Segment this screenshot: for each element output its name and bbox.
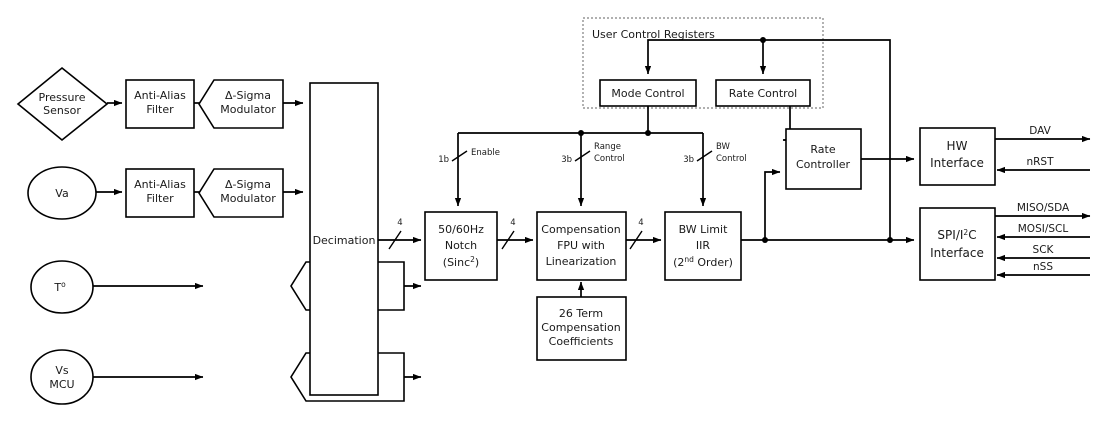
coefficients-label-3: Coefficients <box>549 335 614 348</box>
bus-width-label-1: 4 <box>397 218 402 228</box>
block-decimation <box>309 82 379 396</box>
control-label-bw-2: Control <box>716 154 747 164</box>
rate-controller-label-1: Rate <box>810 143 835 156</box>
modulator-1-label-2: Modulator <box>220 103 276 116</box>
group-user-control-registers <box>582 17 824 109</box>
control-label-range-1: Range <box>594 142 621 152</box>
source-va-label: Va <box>55 187 68 200</box>
signal-label-nss: nSS <box>1033 261 1053 273</box>
source-va <box>27 166 97 220</box>
signal-label-miso-sda: MISO/SDA <box>1017 202 1070 214</box>
notch-label-2: Notch <box>445 239 477 252</box>
anti-alias-filter-1-label-1: Anti-Alias <box>134 89 186 102</box>
anti-alias-filter-1-label-2: Filter <box>146 103 174 116</box>
wire-feedback-to-mode-control <box>644 39 891 240</box>
source-temperature-label: To <box>53 280 66 294</box>
block-bw-limit-iir <box>664 211 742 281</box>
hw-interface-label-2: Interface <box>930 156 984 170</box>
block-delta-sigma-modulator-1 <box>198 79 284 129</box>
control-label-range-2: Control <box>594 154 625 164</box>
signal-label-sck: SCK <box>1033 244 1055 256</box>
block-rate-controller <box>785 128 862 190</box>
modulator-2-label-1: Δ-Sigma <box>225 178 271 191</box>
control-slash-bw <box>696 150 713 162</box>
source-vs-mcu <box>30 349 94 405</box>
source-pressure-sensor <box>16 66 109 142</box>
control-bits-range: 3b <box>561 155 572 165</box>
bus-slash-1 <box>388 230 402 250</box>
notch-label-1: 50/60Hz <box>438 223 484 236</box>
signal-label-nrst: nRST <box>1026 156 1054 168</box>
control-slash-range <box>574 150 591 162</box>
signal-label-mosi-scl: MOSI/SCL <box>1018 223 1069 235</box>
block-anti-alias-filter-2 <box>125 168 195 218</box>
control-bits-enable: 1b <box>438 155 449 165</box>
junction-mode-control-rail <box>645 130 651 136</box>
bw-limit-label-3: (2nd Order) <box>673 255 733 269</box>
notch-label-3: (Sinc2) <box>443 255 479 269</box>
compensation-label-2: FPU with <box>557 239 605 252</box>
compensation-label-1: Compensation <box>541 223 620 236</box>
control-label-bw-1: BW <box>716 142 731 152</box>
modulator-1-label-1: Δ-Sigma <box>225 89 271 102</box>
block-mode-control <box>599 79 697 107</box>
bus-width-label-2: 4 <box>510 218 515 228</box>
junction-feedback-tap <box>887 237 893 243</box>
decimation-label: Decimation <box>313 234 376 247</box>
user-control-registers-title: User Control Registers <box>592 28 715 41</box>
bw-limit-label-1: BW Limit <box>679 223 728 236</box>
control-slash-enable <box>451 150 468 162</box>
source-vs-mcu-label-2: MCU <box>49 378 74 391</box>
modulator-2-label-2: Modulator <box>220 192 276 205</box>
spi-interface-label-1: SPI/I2C <box>937 228 976 242</box>
signal-label-dav: DAV <box>1029 125 1051 137</box>
hw-interface-label-1: HW <box>947 139 968 153</box>
block-hw-interface <box>919 127 996 186</box>
source-temperature <box>30 260 94 314</box>
source-pressure-sensor-label-2: Sensor <box>43 104 81 117</box>
source-pressure-sensor-label-1: Pressure <box>39 91 86 104</box>
anti-alias-filter-2-label-2: Filter <box>146 192 174 205</box>
mode-control-label: Mode Control <box>611 87 684 100</box>
coefficients-label-2: Compensation <box>541 321 620 334</box>
control-label-enable: Enable <box>471 148 500 158</box>
block-rate-control <box>715 79 811 107</box>
junction-register-bus <box>760 37 766 43</box>
bus-slash-3 <box>629 230 643 250</box>
wire-bwlimit-to-rate-controller <box>764 168 781 240</box>
block-anti-alias-filter-1 <box>125 79 195 129</box>
spi-interface-label-2: Interface <box>930 246 984 260</box>
rate-controller-label-2: Controller <box>796 158 851 171</box>
anti-alias-filter-2-label-1: Anti-Alias <box>134 178 186 191</box>
control-bits-bw: 3b <box>683 155 694 165</box>
compensation-label-3: Linearization <box>546 255 617 268</box>
block-delta-sigma-modulator-2 <box>198 168 284 218</box>
bus-slash-2 <box>501 230 515 250</box>
block-compensation-fpu <box>536 211 627 281</box>
block-compensation-coefficients <box>536 296 627 361</box>
bus-width-label-3: 4 <box>638 218 643 228</box>
source-vs-mcu-label-1: Vs <box>55 364 69 377</box>
coefficients-label-1: 26 Term <box>559 307 603 320</box>
rate-control-label: Rate Control <box>729 87 797 100</box>
block-notch-filter <box>424 211 498 281</box>
bw-limit-label-2: IIR <box>696 239 710 252</box>
block-spi-i2c-interface <box>919 207 996 281</box>
